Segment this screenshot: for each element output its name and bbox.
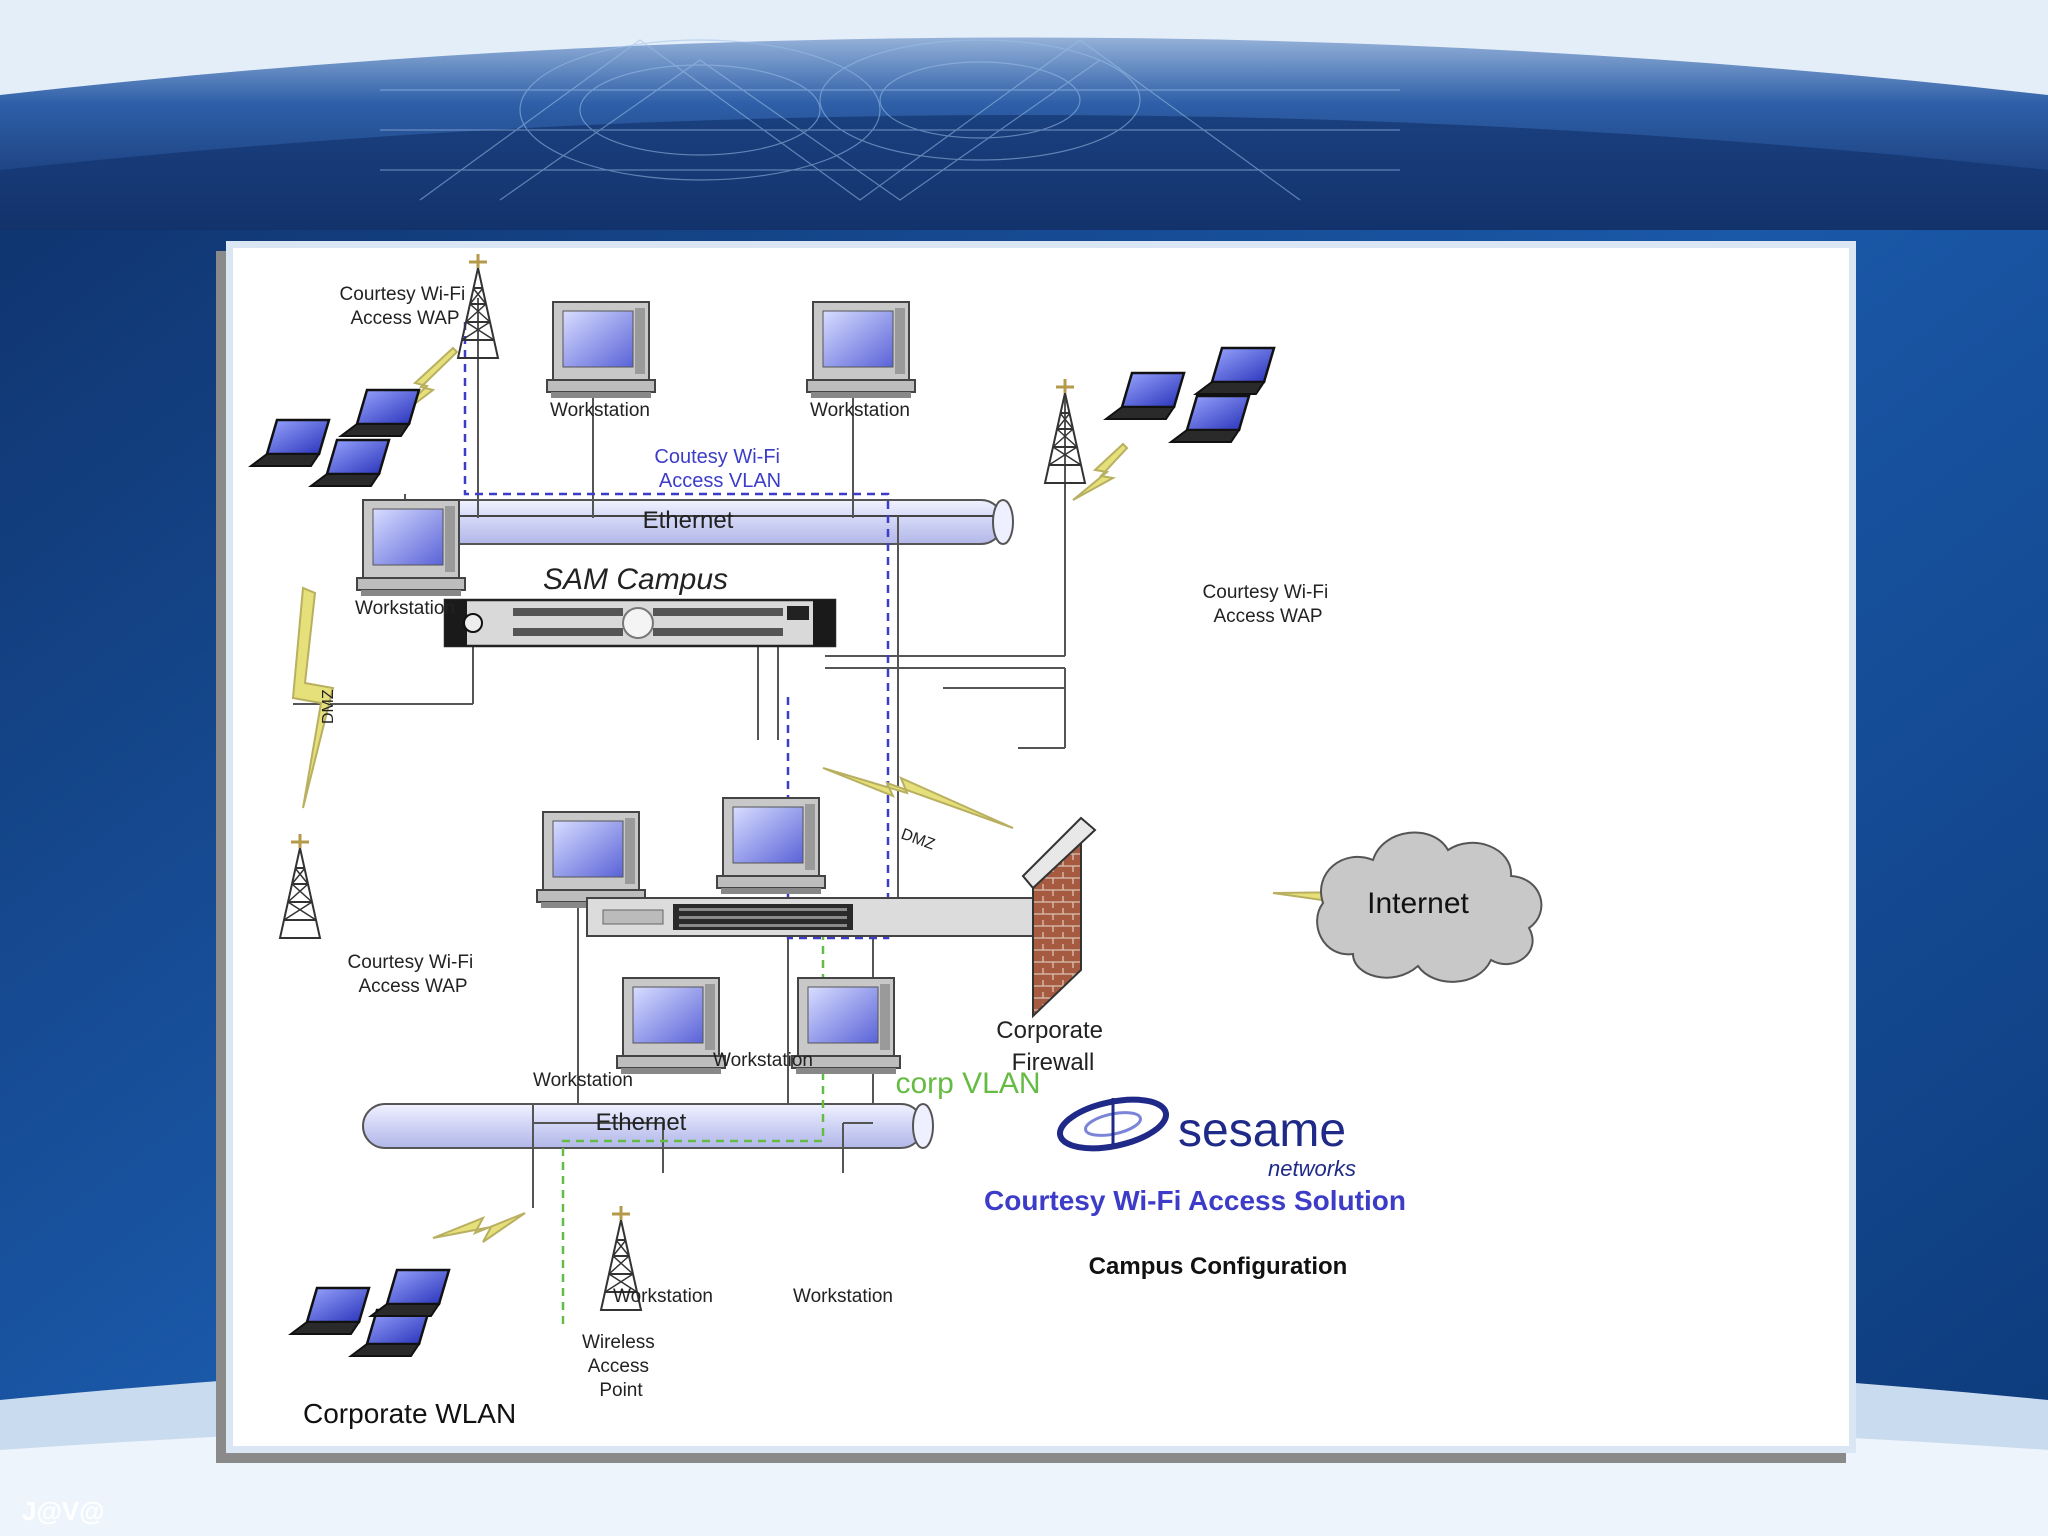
label-dmz-right: DMZ [899, 826, 938, 854]
wireless-link-dmz-right [822, 767, 1014, 829]
laptop-icon [339, 388, 421, 438]
logo-subtext: networks [1268, 1156, 1356, 1181]
workstation-icon [356, 499, 466, 597]
label-workstation: Workstation [793, 1286, 893, 1307]
label-dmz-left: DMZ [320, 689, 337, 724]
network-diagram-panel: Courtesy Wi-Fi Access WAP Courtesy Wi-Fi… [226, 241, 1856, 1453]
label-workstation: Workstation [810, 400, 910, 421]
laptop-icon [1194, 346, 1276, 396]
internet-cloud [1316, 831, 1543, 983]
ethernet-bus-top [372, 499, 1014, 545]
label-workstation: Workstation [613, 1286, 713, 1307]
laptop-icon [289, 1286, 371, 1336]
label-corp-vlan: corp VLAN [895, 1067, 1040, 1100]
laptop-icon [1104, 371, 1186, 421]
laptop-icon [249, 418, 331, 468]
workstation-icon [546, 301, 656, 399]
header-pattern [380, 39, 1400, 201]
workstation-icon [616, 977, 726, 1075]
label-courtesy-wap-top-left: Courtesy Wi-Fi Access WAP [340, 284, 471, 329]
solution-title: Courtesy Wi-Fi Access Solution [984, 1185, 1406, 1216]
workstation-icon [806, 301, 916, 399]
logo-text: sesame [1178, 1104, 1346, 1157]
laptop-icon [369, 1268, 451, 1318]
label-courtesy-wap-right: Courtesy Wi-Fi Access WAP [1203, 582, 1334, 627]
label-corporate-firewall: Corporate Firewall [996, 1017, 1109, 1076]
footer-watermark: J@V@ [22, 1496, 105, 1526]
label-courtesy-wap-left: Courtesy Wi-Fi Access WAP [348, 952, 479, 997]
configuration-title: Campus Configuration [1089, 1253, 1348, 1280]
sam-campus-server [443, 598, 837, 648]
sesame-logo-icon [1056, 1096, 1170, 1152]
corporate-firewall [1021, 816, 1097, 1019]
wired-links [293, 298, 1066, 1208]
wireless-link-corporate [432, 1212, 526, 1243]
workstation-icon [536, 811, 646, 909]
ethernet-bus-bottom [362, 1103, 934, 1149]
wireless-link-right [1072, 442, 1129, 501]
label-ethernet-top: Ethernet [643, 507, 734, 534]
wireless-link-dmz-left [291, 586, 335, 809]
network-switch [586, 897, 1044, 937]
label-internet: Internet [1367, 887, 1469, 920]
label-workstation: Workstation [713, 1050, 813, 1071]
label-workstation: Workstation [533, 1070, 633, 1091]
label-sam-campus: SAM Campus [543, 563, 728, 596]
label-workstation: Workstation [550, 400, 650, 421]
label-wireless-access-point: Wireless Access Point [582, 1332, 660, 1401]
network-diagram: Courtesy Wi-Fi Access WAP Courtesy Wi-Fi… [249, 252, 1543, 1429]
label-corporate-wlan: Corporate WLAN [303, 1398, 516, 1429]
label-ethernet-bottom: Ethernet [596, 1109, 687, 1136]
label-workstation: Workstation [355, 598, 455, 619]
laptop-icon [1169, 394, 1251, 444]
workstation-icon [716, 797, 826, 895]
laptop-icon [309, 438, 391, 488]
label-courtesy-vlan: Coutesy Wi-Fi Access VLAN [654, 446, 785, 492]
courtesy-wap-tower-left [278, 832, 322, 940]
